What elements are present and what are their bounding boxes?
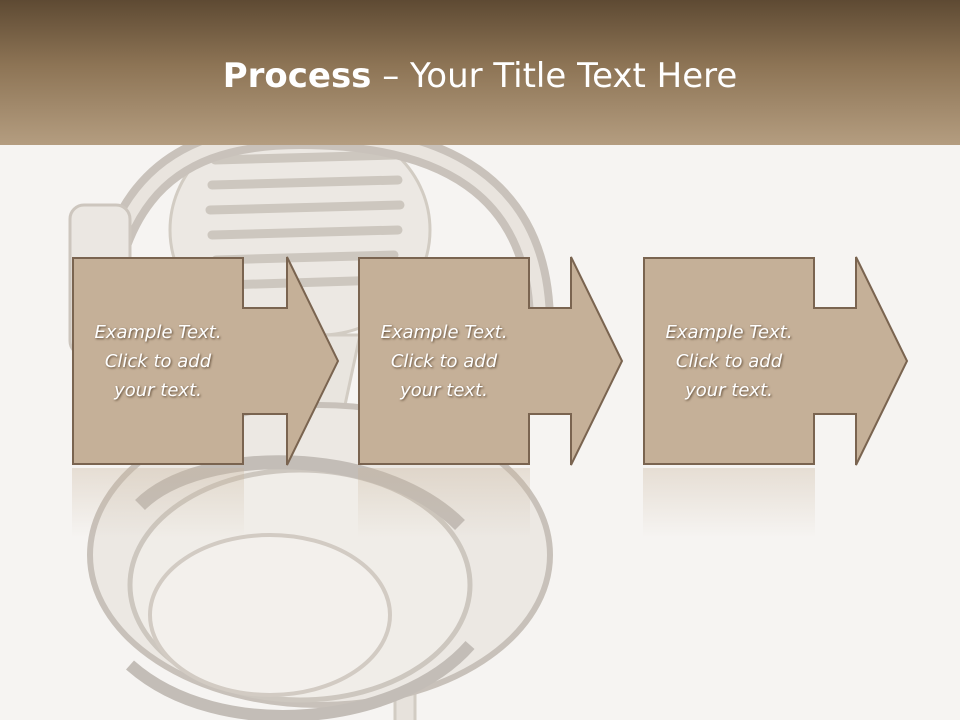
title-bold: Process xyxy=(222,56,372,96)
page-title[interactable]: Process – Your Title Text Here xyxy=(0,54,960,98)
step-reflection xyxy=(72,468,244,538)
headphones-microphone-illustration xyxy=(68,145,554,720)
process-step-3[interactable]: Example Text. Click to add your text. xyxy=(643,256,915,547)
process-step-text[interactable]: Example Text. Click to add your text. xyxy=(94,321,222,401)
title-bar: Process – Your Title Text Here xyxy=(0,0,960,145)
process-step-1[interactable]: Example Text. Click to add your text. xyxy=(72,256,344,547)
title-rest: – Your Title Text Here xyxy=(371,56,738,96)
process-step-shape xyxy=(643,256,909,466)
process-step-2[interactable]: Example Text. Click to add your text. xyxy=(358,256,630,547)
process-step-shape xyxy=(72,256,340,466)
process-step-text[interactable]: Example Text. Click to add your text. xyxy=(380,321,508,401)
process-step-text[interactable]: Example Text. Click to add your text. xyxy=(665,321,793,401)
step-reflection xyxy=(643,468,815,538)
step-reflection xyxy=(358,468,530,538)
process-step-shape xyxy=(358,256,624,466)
